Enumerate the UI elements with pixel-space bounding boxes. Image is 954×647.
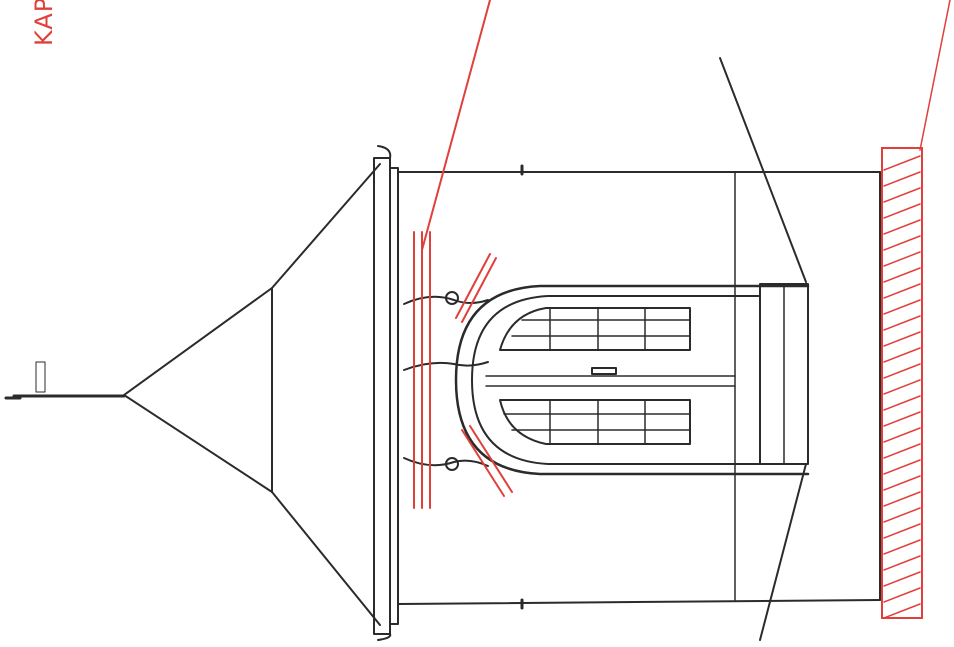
red-annotation-marks (413, 0, 951, 509)
hatch-line (883, 539, 921, 555)
hatch-line (883, 267, 921, 283)
hatch-line (883, 171, 921, 187)
hatch-line (883, 347, 921, 363)
hatch-line (883, 427, 921, 443)
hatched-foundation (881, 147, 923, 619)
hatch-line (883, 475, 921, 491)
hatch-line (883, 411, 921, 427)
hatch-line (883, 315, 921, 331)
hatch-line (883, 459, 921, 475)
cornice (373, 145, 399, 641)
hatch-line (883, 491, 921, 507)
hatch-line (883, 523, 921, 539)
corner-annotation-text: KAP (30, 0, 58, 46)
hatch-line (883, 507, 921, 523)
hatch-line (883, 587, 921, 603)
garland-ornament (403, 291, 489, 471)
hatch-line (883, 299, 921, 315)
hatch-line (883, 251, 921, 267)
hatch-line (883, 203, 921, 219)
hatch-line (883, 331, 921, 347)
lower-window-grid (499, 399, 691, 445)
hatch-line (883, 395, 921, 411)
hatch-line (883, 155, 921, 171)
hatch-line (883, 219, 921, 235)
hatch-line (883, 363, 921, 379)
hatch-line (883, 571, 921, 587)
hatch-line (883, 283, 921, 299)
hatch-line (883, 235, 921, 251)
hatch-line (883, 603, 921, 619)
hatch-line (883, 555, 921, 571)
arched-doorway (454, 283, 810, 476)
hatch-line (883, 443, 921, 459)
leader-lines (719, 57, 807, 641)
upper-window-grid (499, 307, 691, 351)
finial (4, 361, 126, 400)
hatch-line (883, 187, 921, 203)
hatch-line (883, 379, 921, 395)
spire-roof (123, 163, 381, 626)
